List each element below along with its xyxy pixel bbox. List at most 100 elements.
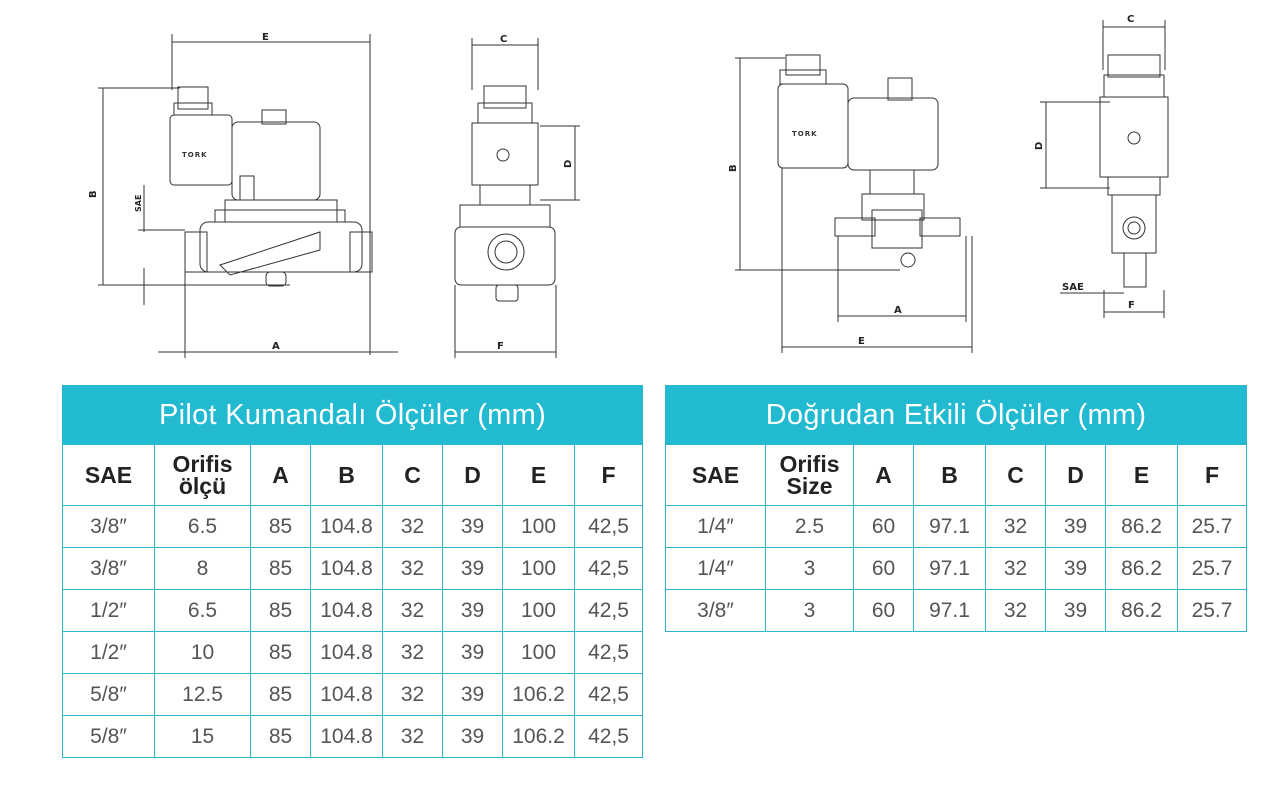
cell: 39 <box>442 505 503 548</box>
cell: 86.2 <box>1105 505 1178 548</box>
cell: 3/8″ <box>665 589 766 632</box>
cell: 8 <box>154 547 251 590</box>
dim-label-A: A <box>272 341 280 352</box>
column-header: SAE <box>665 444 766 506</box>
cell: 39 <box>442 715 503 758</box>
dim-label-SAE: SAE <box>134 195 143 212</box>
column-header: D <box>1045 444 1106 506</box>
column-header: F <box>574 444 643 506</box>
cell: 15 <box>154 715 251 758</box>
cell: 106.2 <box>502 715 575 758</box>
cell: 32 <box>382 505 443 548</box>
cell: 39 <box>442 589 503 632</box>
cell: 3/8″ <box>62 547 155 590</box>
cell: 106.2 <box>502 673 575 716</box>
tork-logo: TORK <box>792 130 818 138</box>
dim-label-E: E <box>262 32 269 43</box>
cell: 97.1 <box>913 505 986 548</box>
direct-side-view: C D SAE F <box>1034 14 1169 318</box>
dim-label-D: D <box>563 160 574 168</box>
cell: 1/4″ <box>665 505 766 548</box>
cell: 104.8 <box>310 715 383 758</box>
dim-label-B: B <box>728 164 739 172</box>
dim-label-E: E <box>858 336 865 347</box>
cell: 39 <box>1045 505 1106 548</box>
column-header: B <box>310 444 383 506</box>
cell: 39 <box>442 673 503 716</box>
cell: 39 <box>442 547 503 590</box>
cell: 6.5 <box>154 589 251 632</box>
cell: 60 <box>853 589 914 632</box>
cell: 42,5 <box>574 715 643 758</box>
direct-front-view: B TORK A E <box>728 54 973 353</box>
cell: 42,5 <box>574 631 643 674</box>
dim-label-C: C <box>1127 14 1134 25</box>
column-header: D <box>442 444 503 506</box>
cell: 42,5 <box>574 505 643 548</box>
cell: 85 <box>250 505 311 548</box>
cell: 60 <box>853 505 914 548</box>
pilot-dimensions-table: Pilot Kumandalı Ölçüler (mm) SAE Orifis … <box>62 385 643 758</box>
column-header: C <box>985 444 1046 506</box>
pilot-side-view: C D F <box>454 34 580 358</box>
cell: 39 <box>1045 547 1106 590</box>
dim-label-B: B <box>88 190 99 198</box>
cell: 12.5 <box>154 673 251 716</box>
cell: 1/2″ <box>62 589 155 632</box>
column-header: E <box>502 444 575 506</box>
cell: 6.5 <box>154 505 251 548</box>
dim-label-F: F <box>497 341 504 352</box>
dim-label-D: D <box>1034 142 1045 150</box>
column-header: B <box>913 444 986 506</box>
cell: 100 <box>502 505 575 548</box>
cell: 85 <box>250 547 311 590</box>
cell: 25.7 <box>1176 589 1248 632</box>
cell: 42,5 <box>574 673 643 716</box>
cell: 5/8″ <box>62 673 155 716</box>
dim-label-F: F <box>1128 300 1135 311</box>
cell: 85 <box>250 631 311 674</box>
column-header: Orifis Size <box>765 444 854 506</box>
cell: 97.1 <box>913 589 986 632</box>
cell: 1/2″ <box>62 631 155 674</box>
cell: 104.8 <box>310 505 383 548</box>
dim-label-A: A <box>894 305 902 316</box>
column-header: A <box>853 444 914 506</box>
cell: 39 <box>1045 589 1106 632</box>
table-title: Doğrudan Etkili Ölçüler (mm) <box>664 385 1248 445</box>
cell: 97.1 <box>913 547 986 590</box>
pilot-front-view: E B SAE A TORK <box>88 32 398 358</box>
cell: 3 <box>765 547 854 590</box>
dim-label-C: C <box>500 34 507 45</box>
column-header: F <box>1176 444 1248 506</box>
cell: 32 <box>985 589 1046 632</box>
cell: 85 <box>250 673 311 716</box>
cell: 3 <box>765 589 854 632</box>
direct-dimensions-table: Doğrudan Etkili Ölçüler (mm) SAE Orifis … <box>664 385 1248 632</box>
cell: 32 <box>382 589 443 632</box>
cell: 100 <box>502 631 575 674</box>
column-header: E <box>1105 444 1178 506</box>
column-header: C <box>382 444 443 506</box>
cell: 86.2 <box>1105 547 1178 590</box>
column-header: A <box>250 444 311 506</box>
technical-drawings: E B SAE A TORK <box>88 14 1169 358</box>
cell: 104.8 <box>310 673 383 716</box>
tork-logo: TORK <box>182 151 208 159</box>
cell: 32 <box>382 631 443 674</box>
cell: 32 <box>382 673 443 716</box>
cell: 104.8 <box>310 547 383 590</box>
cell: 3/8″ <box>62 505 155 548</box>
cell: 60 <box>853 547 914 590</box>
cell: 32 <box>382 715 443 758</box>
column-header: SAE <box>62 444 155 506</box>
cell: 104.8 <box>310 631 383 674</box>
cell: 39 <box>442 631 503 674</box>
cell: 100 <box>502 547 575 590</box>
table-title: Pilot Kumandalı Ölçüler (mm) <box>62 385 643 445</box>
